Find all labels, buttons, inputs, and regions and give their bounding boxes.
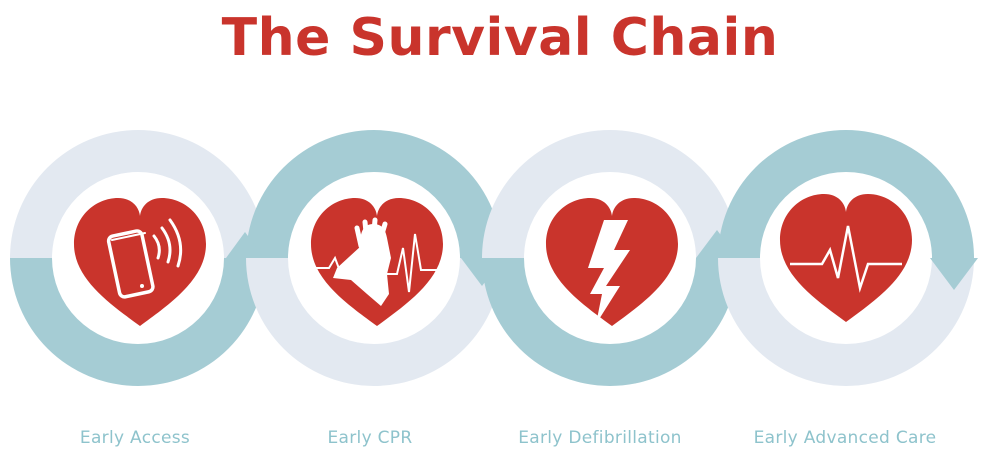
chain-ring-1 <box>10 130 266 386</box>
chain-ring-2 <box>246 130 502 386</box>
step-label-early-cpr: Early CPR <box>327 428 413 448</box>
lightning-bolt-icon <box>588 220 630 324</box>
chain-ring-3 <box>482 130 738 386</box>
step-4-heart <box>780 194 912 322</box>
page-title: The Survival Chain <box>221 8 779 68</box>
chain-arrow-2-icon <box>461 258 503 286</box>
step-2-heart <box>311 198 443 326</box>
step-label-early-defibrillation: Early Defibrillation <box>518 428 682 448</box>
chain-ring-4 <box>718 130 974 386</box>
step-label-early-access: Early Access <box>79 428 191 448</box>
chain-arrow-3-icon <box>696 230 738 258</box>
cpr-hands-icon <box>311 217 437 306</box>
heartbeat-line-icon <box>790 225 902 293</box>
chain-arrow-1-icon <box>226 232 264 258</box>
step-3-heart <box>546 198 678 326</box>
chain-arrow-4-icon <box>930 258 978 290</box>
step-1-heart <box>74 198 206 326</box>
smartphone-ringing-icon <box>106 218 183 299</box>
step-label-early-advanced-care: Early Advanced Care <box>753 428 937 448</box>
